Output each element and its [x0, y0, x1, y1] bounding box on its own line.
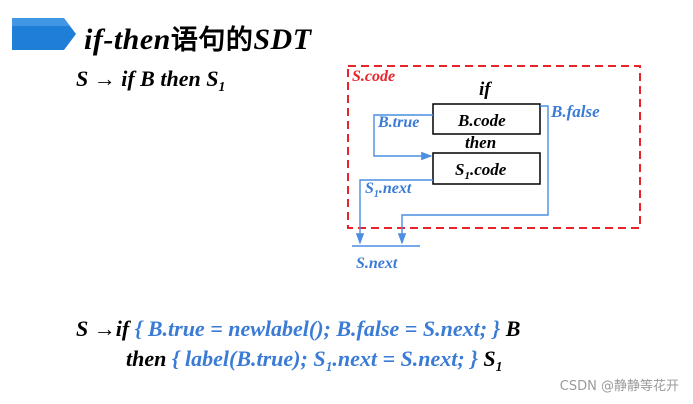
btrue-arrow [373, 114, 433, 161]
watermark: CSDN @静静等花开 [559, 379, 679, 394]
scode-label: S.code [352, 68, 395, 85]
sdt-line-1-action: { B.true = newlabel(); B.false = S.next;… [134, 316, 501, 341]
title-marker-icon [12, 18, 76, 50]
s1code-box [432, 152, 541, 185]
s1next-label: S1.next [365, 180, 412, 200]
bcode-label: B.code [457, 111, 506, 130]
production-sub: 1 [218, 78, 226, 94]
title-part-2: 语句的 [170, 25, 254, 56]
snext-label: S.next [356, 255, 398, 272]
sdt-line-2-action-b: .next = S.next; } [332, 346, 478, 371]
production-rule: S → if B then S1 [76, 66, 226, 94]
if-keyword: if [479, 79, 492, 100]
btrue-label: B.true [377, 114, 419, 131]
sdt-line-1-tail: B [500, 316, 521, 341]
sdt-line-2-tail-sub: 1 [495, 358, 503, 374]
production-head: S → if B then S [76, 66, 219, 91]
sdt-line-1-lead: S →if [76, 316, 135, 341]
s1next-arrow [355, 179, 433, 245]
sdt-line-2-action-sub: 1 [325, 358, 333, 374]
title-part-3: SDT [253, 23, 312, 56]
bcode-box [432, 103, 541, 135]
sdt-line-2-tail: S [477, 346, 496, 371]
scode-region [347, 65, 641, 229]
title-part-1: if-then [84, 23, 171, 56]
then-keyword: then [465, 133, 496, 152]
bfalse-label: B.false [550, 102, 600, 121]
sdt-line-2-lead: then [126, 346, 172, 371]
sdt-line-2-action-a: { label(B.true); S [171, 346, 326, 371]
sdt-line-1: S →if { B.true = newlabel(); B.false = S… [76, 316, 520, 342]
bfalse-arrow [397, 105, 549, 245]
sdt-line-2: then { label(B.true); S1.next = S.next; … [126, 346, 503, 374]
s1code-label: S1.code [455, 160, 507, 182]
page-title: if-then语句的SDT [84, 18, 312, 57]
